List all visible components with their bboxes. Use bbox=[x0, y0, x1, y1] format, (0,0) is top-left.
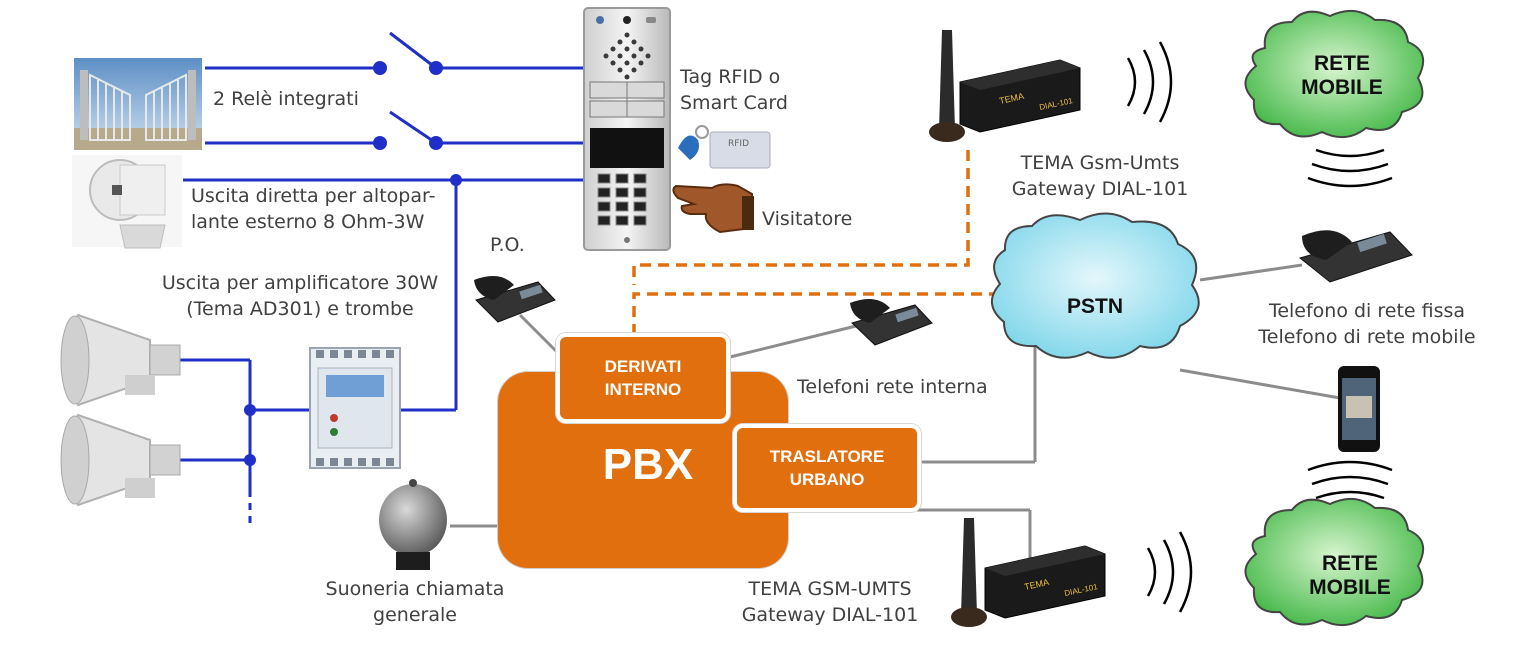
wall-speaker-image bbox=[72, 155, 182, 249]
internal-phones-label: Telefoni rete interna bbox=[797, 376, 988, 398]
landline-label: Telefono di rete fissa Telefono di rete … bbox=[1232, 298, 1502, 350]
amp-label: Uscita per amplificatore 30W (Tema AD301… bbox=[160, 270, 440, 322]
relays-label: 2 Relè integrati bbox=[213, 88, 359, 110]
pbx-label: PBX bbox=[602, 440, 694, 489]
rfid-label-line2: Smart Card bbox=[680, 92, 788, 114]
radio-waves-bottom bbox=[1146, 531, 1193, 613]
desk-phone-po bbox=[474, 276, 556, 323]
traslatore-line2: URBANO bbox=[789, 470, 865, 489]
traslatore-urbano-box: TRASLATORE URBANO bbox=[733, 424, 921, 512]
orange-dashed-links bbox=[632, 150, 1000, 340]
landline-line2: Telefono di rete mobile bbox=[1258, 326, 1476, 348]
cloud-mobile-bottom-line1: RETE bbox=[1321, 552, 1378, 575]
gsm-bottom-line2: Gateway DIAL-101 bbox=[741, 604, 919, 626]
gray-links bbox=[450, 263, 1341, 560]
cloud-rete-mobile-bottom bbox=[1244, 497, 1425, 627]
gsm-top-label: TEMA Gsm-Umts Gateway DIAL-101 bbox=[990, 150, 1210, 202]
derivati-interno-box: DERIVATI INTERNO bbox=[556, 333, 730, 423]
gsm-top-line1: TEMA Gsm-Umts bbox=[1020, 152, 1180, 174]
visitor-label: Visitatore bbox=[762, 208, 853, 230]
po-label: P.O. bbox=[490, 234, 525, 256]
horn-speaker-2 bbox=[60, 413, 181, 507]
traslatore-line1: TRASLATORE bbox=[769, 447, 885, 466]
pointing-hand-icon bbox=[672, 183, 754, 234]
gate-image bbox=[74, 58, 202, 150]
speaker-label-line2: lante esterno 8 Ohm-3W bbox=[191, 211, 425, 233]
cloud-mobile-top-label: RETE MOBILE bbox=[1282, 52, 1402, 100]
amp-label-line2: (Tema AD301) e trombe bbox=[186, 298, 414, 320]
cloud-pstn-label: PSTN bbox=[1066, 295, 1123, 318]
gsm-gateway-top: TEMA DIAL-101 bbox=[929, 30, 1081, 142]
gsm-gateway-bottom: TEMA DIAL-101 bbox=[951, 518, 1106, 627]
derivati-line1: DERIVATI bbox=[604, 357, 682, 376]
radio-waves-vertical-bottom bbox=[1307, 460, 1393, 500]
landline-line1: Telefono di rete fissa bbox=[1268, 300, 1466, 322]
intercom-panel bbox=[583, 7, 671, 251]
bell-line2: generale bbox=[373, 604, 457, 626]
cloud-mobile-bottom-line2: MOBILE bbox=[1309, 576, 1391, 599]
rfid-label-line1: Tag RFID o bbox=[680, 66, 781, 88]
rfid-label: Tag RFID o Smart Card bbox=[680, 64, 788, 116]
gsm-top-line2: Gateway DIAL-101 bbox=[1011, 178, 1189, 200]
rfid-tag-icon bbox=[678, 125, 709, 160]
amplifier-module bbox=[309, 347, 401, 469]
speaker-label-line1: Uscita diretta per altopar- bbox=[191, 185, 436, 207]
radio-waves-vertical-top bbox=[1307, 148, 1393, 188]
cloud-rete-mobile-top bbox=[1244, 9, 1425, 139]
horn-speaker-1 bbox=[60, 313, 181, 407]
derivati-line2: INTERNO bbox=[604, 380, 682, 399]
smartphone-icon bbox=[1338, 366, 1380, 452]
bell-icon bbox=[379, 479, 447, 570]
cloud-mobile-bottom-label: RETE MOBILE bbox=[1290, 552, 1410, 600]
radio-waves-top bbox=[1126, 41, 1173, 123]
desk-phone-internal bbox=[850, 299, 933, 346]
wire-junctions bbox=[244, 61, 462, 466]
speaker-label: Uscita diretta per altopar- lante estern… bbox=[191, 183, 435, 235]
amp-label-line1: Uscita per amplificatore 30W bbox=[161, 272, 439, 294]
smart-card-icon bbox=[709, 131, 771, 169]
gsm-bottom-label: TEMA GSM-UMTS Gateway DIAL-101 bbox=[720, 576, 940, 628]
bell-label: Suoneria chiamata generale bbox=[310, 576, 520, 628]
cloud-pstn bbox=[991, 212, 1200, 359]
cloud-mobile-top-line1: RETE bbox=[1313, 52, 1370, 75]
bell-line1: Suoneria chiamata bbox=[325, 578, 505, 600]
rfid-card-text: RFID bbox=[728, 139, 750, 149]
cloud-mobile-top-line2: MOBILE bbox=[1301, 76, 1383, 99]
desk-phone-external bbox=[1298, 230, 1413, 283]
gsm-bottom-line1: TEMA GSM-UMTS bbox=[748, 578, 912, 600]
